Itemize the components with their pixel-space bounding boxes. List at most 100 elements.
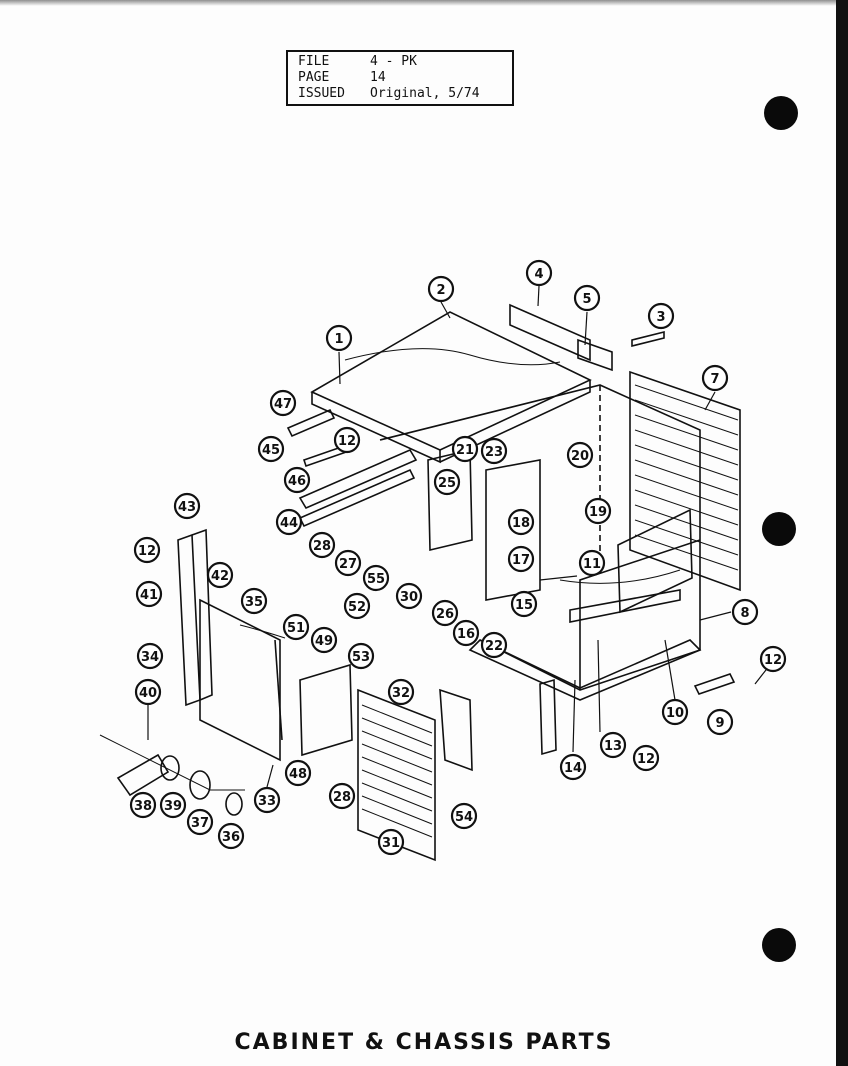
rail-44 xyxy=(298,448,418,510)
svg-text:32: 32 xyxy=(392,686,410,701)
binder-hole-bottom xyxy=(762,928,796,962)
callout: 41 xyxy=(135,580,163,608)
svg-text:46: 46 xyxy=(288,474,306,489)
svg-text:39: 39 xyxy=(164,799,182,814)
callout: 44 xyxy=(275,508,303,536)
front-rail xyxy=(569,589,681,623)
callout: 9 xyxy=(706,708,734,736)
svg-text:51: 51 xyxy=(287,621,305,636)
svg-text:8: 8 xyxy=(740,606,749,621)
svg-text:53: 53 xyxy=(352,650,370,665)
file-info-box: FILE 4 - PK PAGE 14 ISSUED Original, 5/7… xyxy=(286,50,514,106)
callout: 46 xyxy=(283,466,311,494)
callout: 55 xyxy=(362,564,390,592)
callout: 52 xyxy=(343,592,371,620)
svg-text:22: 22 xyxy=(485,639,503,654)
file-row: FILE 4 - PK xyxy=(298,54,502,70)
callout: 1 xyxy=(325,324,353,352)
callout: 37 xyxy=(186,808,214,836)
filter-54 xyxy=(439,688,473,772)
callout: 22 xyxy=(480,631,508,659)
svg-text:43: 43 xyxy=(178,500,196,515)
rail-47 xyxy=(286,408,336,438)
side-panel-curve xyxy=(239,624,286,639)
svg-text:37: 37 xyxy=(191,816,209,831)
file-label: FILE xyxy=(298,54,330,69)
callout: 28 xyxy=(328,782,356,810)
callout: 12 xyxy=(632,744,660,772)
leader-lines xyxy=(147,285,774,788)
svg-text:27: 27 xyxy=(339,557,357,572)
svg-text:49: 49 xyxy=(315,634,333,649)
callout: 5 xyxy=(573,284,601,312)
side-panel-34 xyxy=(199,598,281,762)
callout: 12 xyxy=(759,645,787,673)
line-art xyxy=(99,303,741,862)
svg-text:38: 38 xyxy=(134,799,152,814)
page-title: CABINET & CHASSIS PARTS xyxy=(234,1030,614,1055)
callout: 7 xyxy=(701,364,729,392)
page-right-edge xyxy=(836,0,848,1066)
side-bar-43 xyxy=(191,528,213,701)
front-grille-31 xyxy=(357,688,436,862)
svg-text:45: 45 xyxy=(262,443,280,458)
svg-text:12: 12 xyxy=(338,434,356,449)
perforated-panel xyxy=(617,508,693,614)
svg-text:19: 19 xyxy=(589,505,607,520)
issued-value: Original, 5/74 xyxy=(370,86,480,101)
svg-text:34: 34 xyxy=(141,650,159,665)
svg-text:9: 9 xyxy=(715,716,724,731)
callout: 45 xyxy=(257,435,285,463)
callout: 15 xyxy=(510,590,538,618)
callout: 32 xyxy=(387,678,415,706)
svg-text:17: 17 xyxy=(512,553,530,568)
callout: 40 xyxy=(134,678,162,706)
callout: 42 xyxy=(206,561,234,589)
svg-text:25: 25 xyxy=(438,476,456,491)
svg-text:4: 4 xyxy=(534,267,543,282)
svg-text:5: 5 xyxy=(582,292,591,307)
callout: 23 xyxy=(480,437,508,465)
knob-37 xyxy=(189,770,211,800)
svg-text:12: 12 xyxy=(637,752,655,767)
callout: 43 xyxy=(173,492,201,520)
issued-row: ISSUED Original, 5/74 xyxy=(298,86,502,102)
rear-grille-louvers xyxy=(634,384,739,571)
file-value: 4 - PK xyxy=(370,54,417,69)
inner-partition xyxy=(485,459,541,601)
page-label: PAGE xyxy=(298,70,330,85)
callout: 34 xyxy=(136,642,164,670)
svg-text:2: 2 xyxy=(436,283,445,298)
callout: 35 xyxy=(240,587,268,615)
callout: 21 xyxy=(451,435,479,463)
part-3-strip xyxy=(631,330,665,348)
callout: 48 xyxy=(284,759,312,787)
panel-5 xyxy=(577,338,613,372)
cabinet-front-edge xyxy=(579,539,701,690)
callout: 11 xyxy=(578,549,606,577)
top-cover-curve xyxy=(344,348,561,366)
page-top-edge xyxy=(0,0,848,6)
side-edge xyxy=(274,639,283,741)
callouts: 1 2 3 4 5 7 8 9 10 11 12 12 12 12 13 14 … xyxy=(129,259,787,856)
callout: 10 xyxy=(661,698,689,726)
callout: 19 xyxy=(584,497,612,525)
callout: 49 xyxy=(310,626,338,654)
cabinet-curve xyxy=(559,569,681,584)
page-row: PAGE 14 xyxy=(298,70,502,86)
callout: 30 xyxy=(395,582,423,610)
knob-plate-38 xyxy=(116,753,170,797)
svg-text:11: 11 xyxy=(583,557,601,572)
side-bar-41 xyxy=(177,533,201,707)
callout: 13 xyxy=(599,731,627,759)
callout: 28 xyxy=(308,531,336,559)
callout: 17 xyxy=(507,545,535,573)
rear-grille xyxy=(629,370,741,592)
binder-hole-top xyxy=(764,96,798,130)
svg-text:40: 40 xyxy=(139,686,157,701)
svg-text:14: 14 xyxy=(564,761,582,776)
callout: 18 xyxy=(507,508,535,536)
svg-text:28: 28 xyxy=(333,790,351,805)
svg-text:1: 1 xyxy=(334,332,343,347)
